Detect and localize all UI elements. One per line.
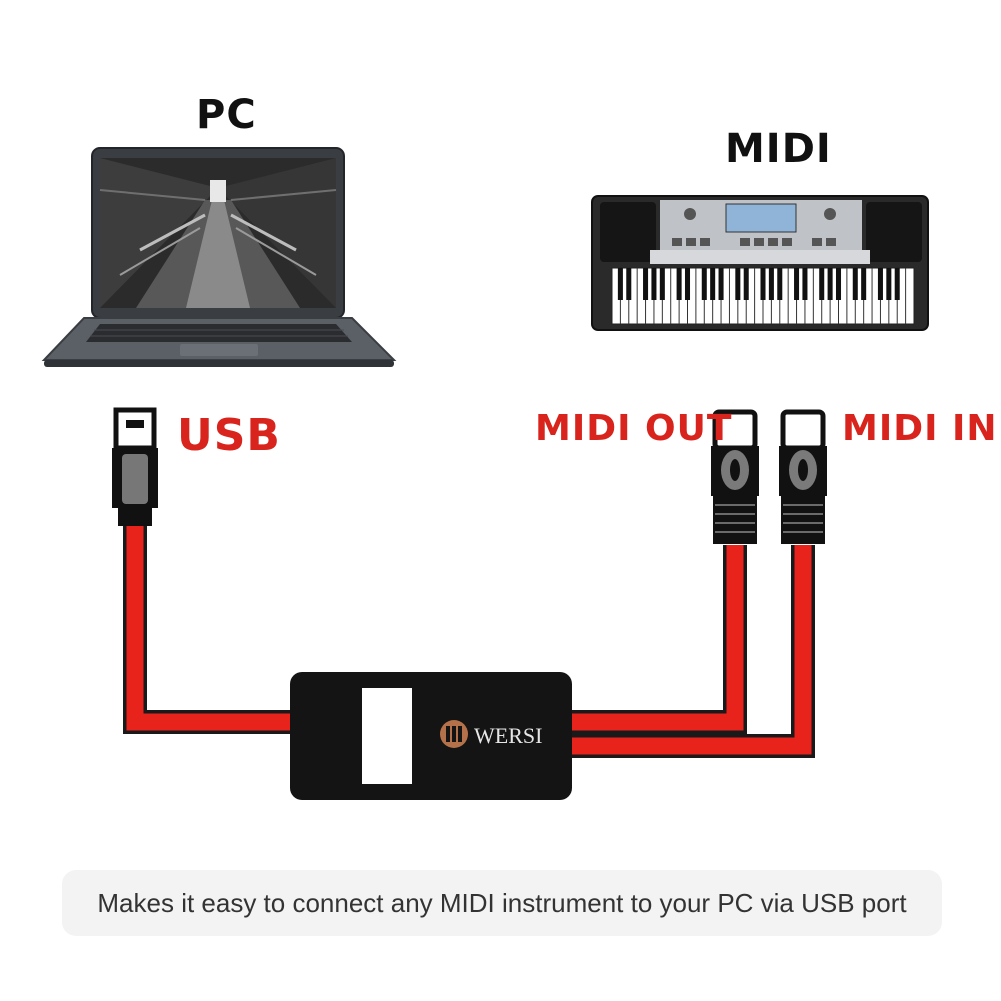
midi-out-label: MIDI OUT	[535, 408, 733, 449]
caption-box: Makes it easy to connect any MIDI instru…	[62, 870, 942, 936]
black-key	[659, 268, 665, 300]
brand-label: WERSI	[474, 723, 542, 748]
black-key	[735, 268, 741, 300]
usb-plug-icon	[112, 407, 158, 526]
usb-cable	[123, 520, 292, 734]
black-key	[676, 268, 682, 300]
black-key	[877, 268, 883, 300]
black-key	[760, 268, 766, 300]
black-key	[768, 268, 774, 300]
midi-in-cable	[568, 545, 815, 758]
black-key	[643, 268, 649, 300]
interface-box: WERSI	[290, 672, 572, 800]
keyboard-instrument-icon	[591, 195, 929, 331]
black-key	[684, 268, 691, 300]
black-key	[651, 268, 657, 300]
black-key	[617, 268, 623, 300]
black-key	[802, 268, 808, 300]
label-window	[362, 688, 412, 784]
black-key	[835, 268, 842, 300]
black-key	[710, 268, 716, 300]
black-key	[852, 268, 858, 300]
black-key	[777, 268, 783, 300]
usb-label: USB	[177, 410, 281, 461]
midi-label: MIDI	[725, 126, 832, 172]
black-key	[794, 268, 800, 300]
midi-plug-icon	[711, 409, 827, 544]
pc-label: PC	[196, 92, 257, 138]
black-key	[886, 268, 892, 300]
piano-logo-icon	[440, 720, 468, 748]
black-key	[701, 268, 707, 300]
black-key	[819, 268, 825, 300]
caption-text: Makes it easy to connect any MIDI instru…	[97, 887, 907, 918]
black-key	[626, 268, 632, 300]
midi-out-cable	[568, 545, 747, 734]
black-key	[743, 268, 749, 300]
black-key	[827, 268, 833, 300]
laptop-icon	[41, 147, 397, 367]
midi-in-label: MIDI IN	[842, 408, 998, 449]
black-key	[861, 268, 867, 300]
black-key	[894, 268, 900, 300]
black-key	[718, 268, 724, 300]
